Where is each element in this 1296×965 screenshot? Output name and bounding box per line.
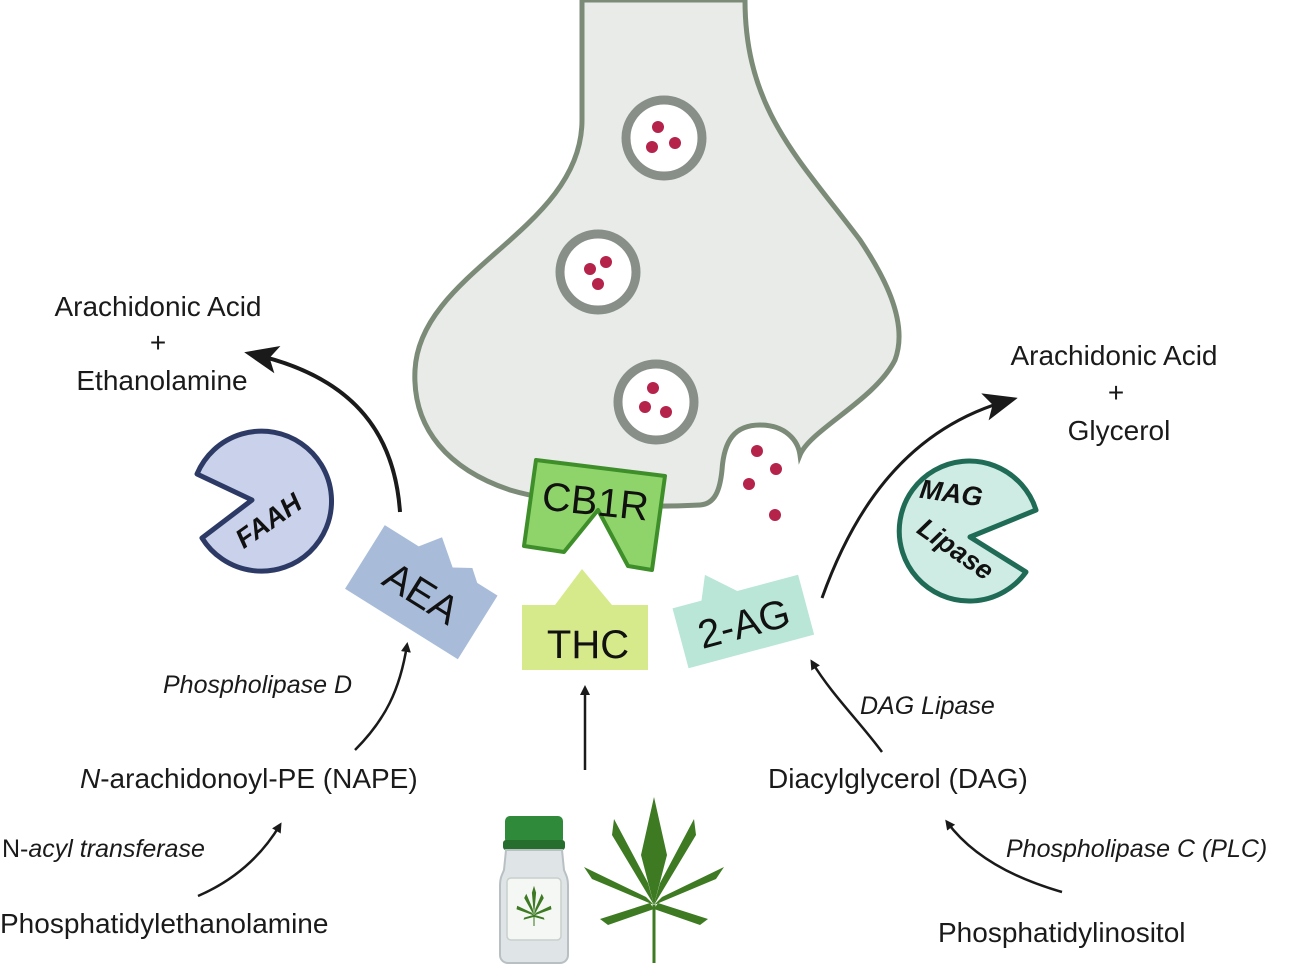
vesicle-1 — [621, 95, 707, 181]
arrow-pe-to-nape — [197, 822, 282, 898]
cb1r-receptor: CB1R — [522, 458, 667, 572]
n-acyl-rest: acyl transferase — [28, 835, 204, 863]
vesicle-2 — [555, 229, 641, 315]
dag-lipase-label: DAG Lipase — [860, 692, 995, 720]
arrow-pi-to-dag — [945, 819, 1063, 894]
plc-label: Phospholipase C (PLC) — [1006, 835, 1267, 863]
right-product-line2: Glycerol — [1068, 415, 1171, 446]
arrow-dag-to-2ag — [810, 659, 884, 753]
presynaptic-neuron — [412, 0, 902, 509]
arrow-aea-to-products — [244, 345, 402, 513]
phosphatidylethanolamine-label: Phosphatidylethanolamine — [0, 908, 328, 939]
nape-rest: -arachidonoyl-PE (NAPE) — [100, 763, 417, 794]
released-neurotransmitter — [743, 445, 782, 521]
n-acyl-prefix: N- — [2, 835, 28, 863]
pill-bottle-icon — [499, 816, 569, 964]
left-product-line1: Arachidonic Acid — [54, 291, 261, 322]
thc-molecule: THC — [522, 569, 648, 670]
phospholipase-d-label: Phospholipase D — [163, 671, 352, 699]
nape-label: N-arachidonoyl-PE (NAPE) — [80, 763, 418, 794]
n-acyl-transferase-label: N-acyl transferase — [2, 835, 205, 863]
right-product-plus: + — [1108, 377, 1124, 408]
nape-prefix: N — [80, 763, 101, 794]
thc-label: THC — [547, 623, 629, 667]
cannabis-leaf-icon — [584, 797, 724, 963]
right-product-line1: Arachidonic Acid — [1010, 340, 1217, 371]
bottle-leaf-icon — [516, 885, 552, 926]
arrow-2ag-to-products — [820, 393, 1018, 599]
phosphatidylinositol-label: Phosphatidylinositol — [938, 917, 1186, 948]
two-ag-molecule: 2-AG — [672, 574, 815, 669]
left-product-plus: + — [150, 327, 166, 358]
left-product-line2: Ethanolamine — [76, 365, 247, 396]
faah-enzyme: FAAH — [194, 428, 335, 574]
vesicle-3 — [613, 359, 699, 445]
dag-label: Diacylglycerol (DAG) — [768, 763, 1028, 794]
mag-lipase-enzyme: MAG Lipase — [896, 458, 1039, 604]
aea-molecule: AEA — [345, 525, 498, 660]
arrow-nape-to-aea — [354, 642, 411, 751]
